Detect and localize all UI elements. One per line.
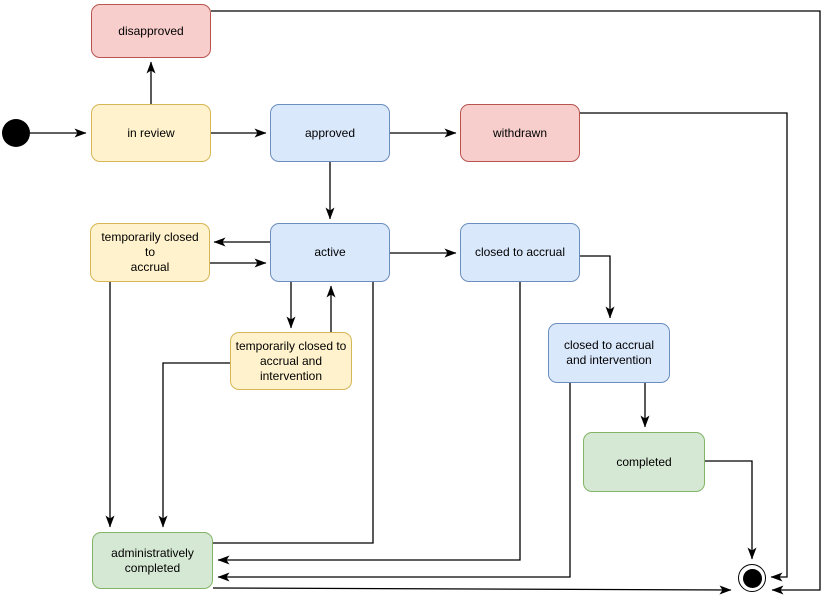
state-administratively-completed: administratively completed	[92, 532, 213, 589]
edge-closed-accrual-intervention-to-administratively-completed	[217, 383, 571, 582]
edge-temporarily-closed-accrual-intervention-to-administratively-completed	[158, 362, 230, 528]
state-in-review: in review	[91, 104, 211, 162]
state-completed: completed	[583, 432, 705, 492]
state-label-closed-to-accrual: closed to accrual	[474, 245, 566, 259]
edge-withdrawn-to-end	[580, 112, 788, 582]
state-label-administratively-completed: administratively completed	[111, 545, 194, 575]
state-disapproved: disapproved	[91, 4, 211, 58]
state-label-approved: approved	[304, 125, 356, 140]
state-active: active	[270, 223, 390, 282]
state-temporarily-closed-to-accrual: temporarily closed to accrual	[90, 223, 210, 282]
state-approved: approved	[270, 104, 390, 162]
edge-administratively-completed-to-end	[212, 585, 732, 595]
state-label-disapproved: disapproved	[118, 23, 184, 38]
state-closed-to-accrual-and-intervention: closed to accrual and intervention	[548, 323, 670, 383]
state-label-temporarily-closed-to-accrual-and-intervention: temporarily closed to accrual and interv…	[235, 338, 347, 383]
state-withdrawn: withdrawn	[460, 104, 580, 162]
initial-state-node	[2, 119, 30, 147]
state-label-completed: completed	[616, 454, 672, 469]
edge-active-to-administratively-completed	[213, 282, 374, 544]
state-temporarily-closed-to-accrual-and-intervention: temporarily closed to accrual and interv…	[230, 332, 352, 390]
edge-disapproved-to-end	[211, 10, 821, 595]
state-label-active: active	[314, 245, 346, 259]
state-label-withdrawn: withdrawn	[492, 125, 548, 140]
edge-closed-to-accrual-to-administratively-completed	[217, 282, 521, 565]
state-label-closed-to-accrual-and-intervention: closed to accrual and intervention	[563, 338, 655, 367]
edge-closed-to-accrual-to-closed-accrual-intervention	[580, 255, 615, 319]
state-label-in-review: in review	[127, 125, 175, 140]
state-label-temporarily-closed-to-accrual: temporarily closed to accrual	[101, 230, 199, 274]
final-state-node	[738, 564, 766, 592]
edge-completed-to-end	[705, 460, 757, 560]
state-closed-to-accrual: closed to accrual	[460, 223, 580, 282]
final-state-inner-dot	[742, 568, 762, 588]
